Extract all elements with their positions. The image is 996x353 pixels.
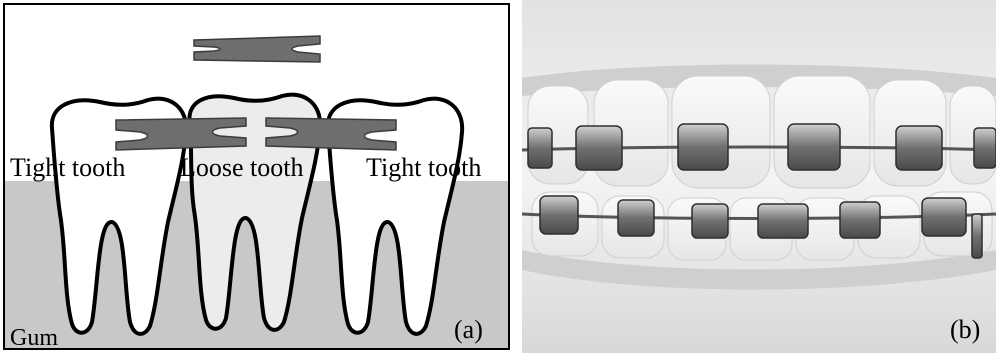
diagram-panel-a: Tight tooth Loose tooth Tight tooth Gum …: [0, 0, 513, 353]
braces-photo: (b): [522, 0, 996, 353]
panel-a-tag: (a): [454, 315, 483, 344]
tight-tooth-left-label: Tight tooth: [10, 153, 125, 182]
braces-photo-panel-b: (b): [522, 0, 996, 353]
tight-tooth-right-label: Tight tooth: [366, 153, 481, 182]
gum-label: Gum: [10, 325, 58, 351]
loose-tooth-label: Loose tooth: [180, 153, 304, 182]
tooth-diagram: Tight tooth Loose tooth Tight tooth Gum …: [0, 0, 513, 353]
panel-b-tag: (b): [950, 315, 980, 344]
